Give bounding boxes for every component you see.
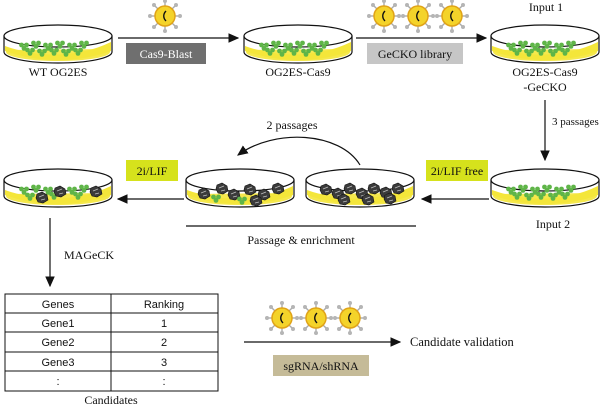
table-cell-gene: Gene1	[41, 318, 74, 330]
lentivirus-icon	[298, 300, 334, 336]
li-free-label: 2i/LIF free	[431, 164, 483, 178]
gecko-library-box: GeCKO library	[367, 43, 463, 64]
lentivirus-icon	[434, 0, 470, 34]
table-cell-rank: :	[162, 376, 165, 388]
label-candidate-validation: Candidate validation	[410, 335, 515, 349]
label-og2es-cas9-gecko-line1: OG2ES-Cas9	[512, 65, 577, 79]
label-candidates: Candidates	[84, 393, 138, 407]
table-cell-rank: 2	[161, 337, 167, 349]
dish-input-2	[490, 168, 600, 208]
label-og2es-cas9: OG2ES-Cas9	[265, 65, 330, 79]
li-box: 2i/LIF	[126, 160, 178, 181]
table-cell-rank: 3	[161, 357, 167, 369]
lentivirus-icon	[366, 0, 402, 34]
dish-wt-og2es	[3, 24, 113, 64]
table-cell-rank: 1	[161, 318, 167, 330]
label-og2es-cas9-gecko-line2: -GeCKO	[523, 80, 567, 94]
cas9-blast-box: Cas9-Blast	[126, 43, 206, 64]
gecko-library-label: GeCKO library	[378, 47, 452, 61]
lentivirus-icon	[400, 0, 436, 34]
sgrna-shrna-box: sgRNA/shRNA	[273, 355, 369, 376]
label-passage-enrichment: Passage & enrichment	[247, 233, 355, 247]
dish-og2es-cas9	[243, 24, 353, 64]
label-input-2: Input 2	[536, 217, 570, 231]
dish-final-enriched	[3, 168, 113, 208]
li-label: 2i/LIF	[137, 164, 168, 178]
lentivirus-icon	[332, 300, 368, 336]
table-header-genes: Genes	[42, 299, 75, 311]
li-free-box: 2i/LIF free	[426, 160, 488, 181]
dish-og2es-cas9-gecko	[490, 24, 600, 64]
sgrna-shrna-label: sgRNA/shRNA	[283, 359, 359, 373]
lentivirus-icon	[264, 300, 300, 336]
label-3-passages: 3 passages	[552, 116, 599, 128]
dish-passage-left	[185, 168, 295, 208]
candidates-table: Genes Ranking Gene1 1 Gene2 2 Gene3 3 : …	[4, 293, 219, 392]
dish-passage-right	[305, 168, 415, 208]
label-mageck: MAGeCK	[64, 248, 114, 262]
arrow-2-passages	[237, 136, 361, 166]
label-2-passages: 2 passages	[267, 118, 318, 132]
label-wt-og2es: WT OG2ES	[29, 65, 88, 79]
table-cell-gene: Gene3	[41, 357, 74, 369]
table-header-ranking: Ranking	[144, 299, 184, 311]
table-cell-gene: Gene2	[41, 337, 74, 349]
cas9-blast-label: Cas9-Blast	[140, 47, 193, 61]
lentivirus-icon	[147, 0, 183, 34]
table-cell-gene: :	[56, 376, 59, 388]
label-input-1: Input 1	[529, 0, 563, 14]
